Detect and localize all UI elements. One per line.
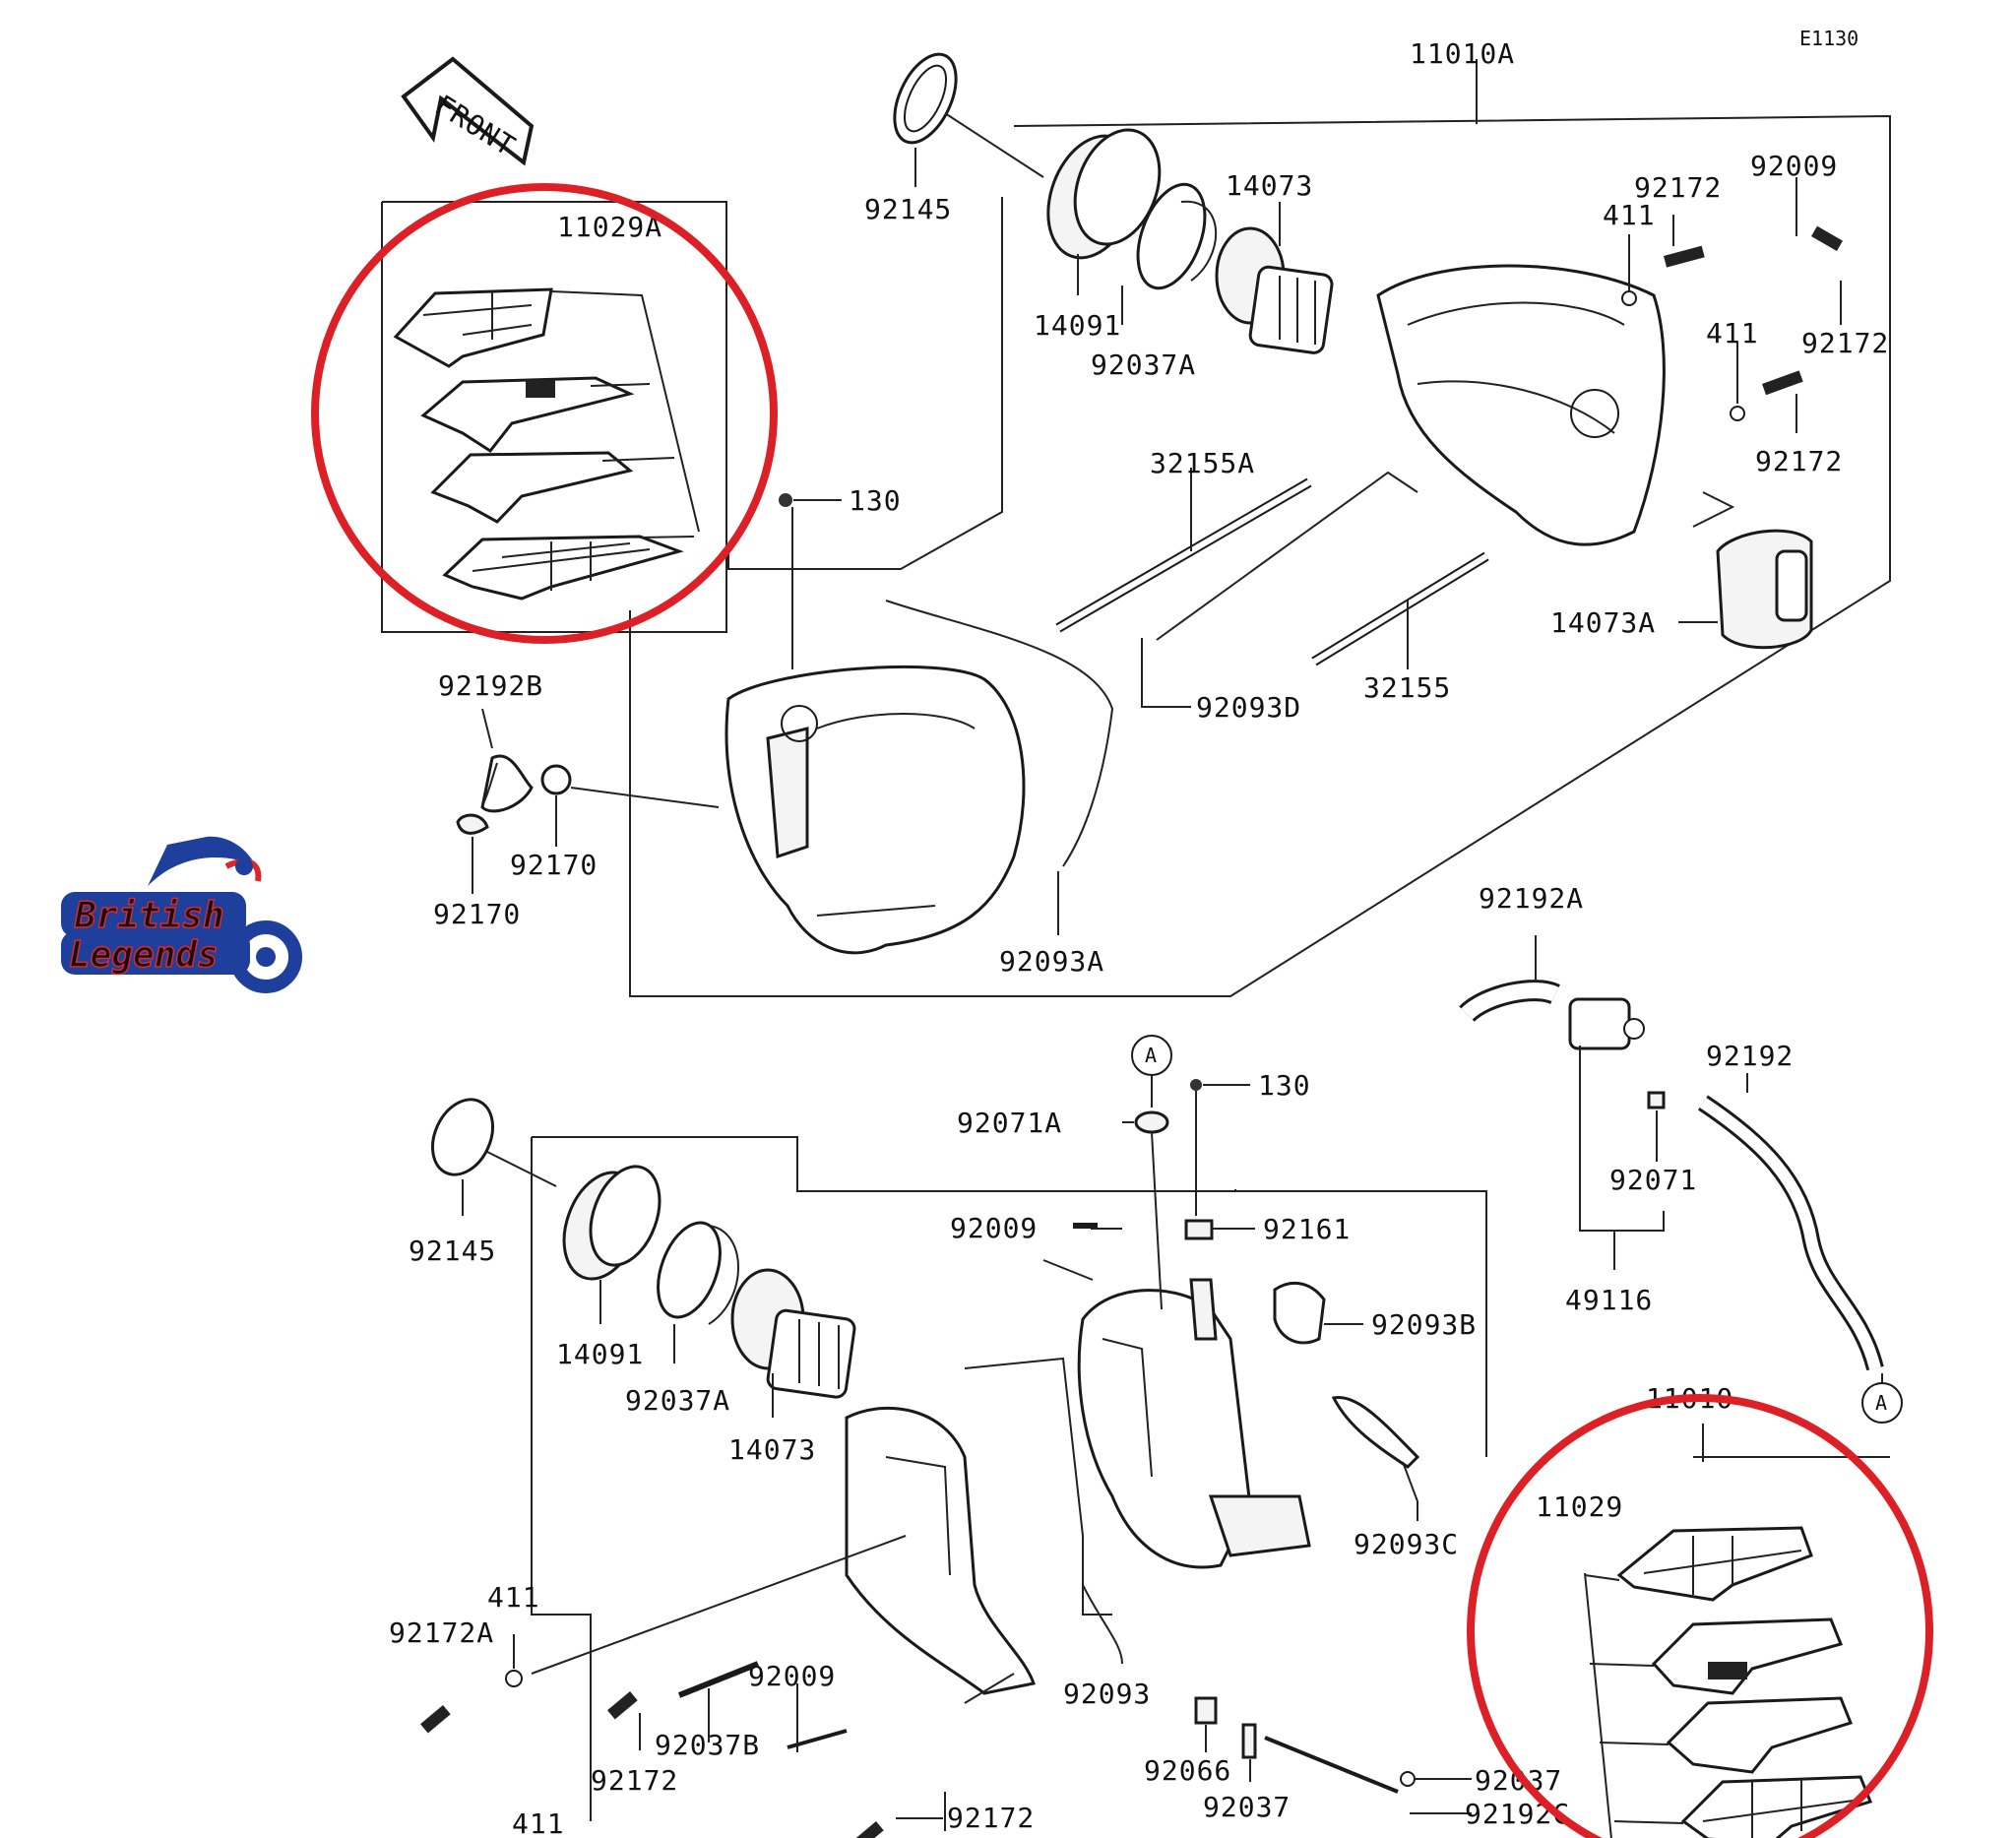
label-92192B: 92192B <box>438 669 543 702</box>
cover-92093B <box>1273 1281 1363 1345</box>
filter-14073-bottom <box>730 1268 856 1418</box>
label-92192: 92192 <box>1706 1040 1794 1072</box>
label-92066: 92066 <box>1144 1754 1231 1787</box>
label-92093C: 92093C <box>1354 1528 1459 1560</box>
label-92009-c: 92009 <box>748 1660 836 1692</box>
hose-92192A <box>1459 935 1666 1270</box>
label-14073-top: 14073 <box>1226 169 1313 202</box>
clamp-92037A-bottom <box>657 1221 739 1363</box>
upper-assembly: FRONT <box>381 52 1891 997</box>
label-92037A-top: 92037A <box>1091 349 1196 381</box>
label-92161: 92161 <box>1263 1213 1351 1245</box>
label-92192A: 92192A <box>1479 882 1584 915</box>
label-92145-top: 92145 <box>864 193 952 225</box>
connector-a-bottom: A <box>1861 1382 1903 1424</box>
label-130-mid: 130 <box>1258 1069 1311 1102</box>
highlight-circle-bottom-right <box>1467 1394 1933 1838</box>
duct-14091-bottom <box>562 1165 662 1324</box>
label-92037A-bottom: 92037A <box>625 1384 730 1417</box>
label-92172-c: 92172 <box>1755 445 1843 477</box>
label-92037-b: 92037 <box>1203 1791 1291 1823</box>
label-92093A: 92093A <box>999 945 1104 978</box>
tubes-32155 <box>1055 468 1735 708</box>
label-92172A: 92172A <box>389 1616 494 1649</box>
drawing-code: E1130 <box>1799 27 1858 50</box>
label-92172-d: 92172 <box>591 1764 678 1797</box>
filter-element-lower <box>1584 1424 1872 1838</box>
front-arrow-icon: FRONT <box>401 56 535 166</box>
hose-92192B <box>456 708 720 894</box>
label-14091-bottom: 14091 <box>556 1338 644 1370</box>
label-92145-bottom: 92145 <box>409 1235 496 1267</box>
label-92093B: 92093B <box>1371 1308 1477 1341</box>
seal-ring-92145-bottom <box>431 1098 557 1216</box>
fasteners-lower <box>1042 1079 1486 1341</box>
label-411-a: 411 <box>1603 199 1656 231</box>
label-11029A: 11029A <box>557 211 662 243</box>
label-92071A: 92071A <box>957 1107 1062 1139</box>
label-92170-a: 92170 <box>510 849 598 881</box>
filter-element-upper <box>393 287 700 601</box>
label-92037B: 92037B <box>655 1729 760 1761</box>
fasteners-bottom <box>420 1535 1472 1838</box>
label-92170-b: 92170 <box>433 898 521 930</box>
label-92071: 92071 <box>1609 1164 1697 1196</box>
label-92172-a: 92172 <box>1634 171 1722 204</box>
connector-a-top: A <box>1131 1035 1172 1076</box>
highlight-circle-top-left <box>311 183 778 644</box>
air-box-housing-upper <box>724 507 1114 955</box>
housing-cover-top <box>1376 264 1666 546</box>
duct-14091-top <box>1046 128 1162 295</box>
grommet-92071A <box>1122 1075 1169 1310</box>
connector-a-bottom-label: A <box>1875 1391 1887 1415</box>
label-92009-a: 92009 <box>1750 150 1838 182</box>
connector-a-top-label: A <box>1145 1044 1157 1067</box>
air-box-housing-lower <box>964 1289 1311 1665</box>
label-14073-bottom: 14073 <box>728 1433 816 1466</box>
label-92172-e: 92172 <box>947 1802 1035 1834</box>
cover-92093C <box>1331 1396 1420 1521</box>
brand-line1: British <box>74 896 224 936</box>
label-32155: 32155 <box>1363 671 1451 704</box>
label-92093D: 92093D <box>1196 691 1301 724</box>
housing-cover-bottom <box>845 1406 1036 1704</box>
label-11029: 11029 <box>1536 1490 1623 1523</box>
fasteners-top <box>779 177 1843 507</box>
part-labels: 11010A 92145 14073 14091 92037A 11029A 9… <box>389 37 1889 1838</box>
seal-ring-92145-top <box>893 52 1044 187</box>
label-11010A: 11010A <box>1410 37 1515 70</box>
label-130-top: 130 <box>849 484 902 517</box>
label-411-b: 411 <box>1706 317 1759 349</box>
hose-92192 <box>1698 1073 1884 1390</box>
filter-14073-top <box>1215 202 1334 354</box>
label-14073A: 14073A <box>1550 606 1656 639</box>
clamp-92037A-top <box>1121 182 1218 325</box>
brand-line2: Legends <box>69 935 219 976</box>
cap-14073A <box>1678 529 1813 650</box>
label-411-c: 411 <box>487 1581 540 1614</box>
label-14091-top: 14091 <box>1034 309 1121 342</box>
label-411-d: 411 <box>512 1807 565 1838</box>
label-92093: 92093 <box>1063 1678 1151 1710</box>
label-92009-b: 92009 <box>950 1212 1038 1244</box>
label-92172-b: 92172 <box>1801 327 1889 359</box>
label-32155A: 32155A <box>1150 447 1255 479</box>
label-49116: 49116 <box>1565 1284 1653 1316</box>
lower-assembly: A <box>420 935 1903 1838</box>
british-legends-logo: British Legends <box>61 836 302 993</box>
